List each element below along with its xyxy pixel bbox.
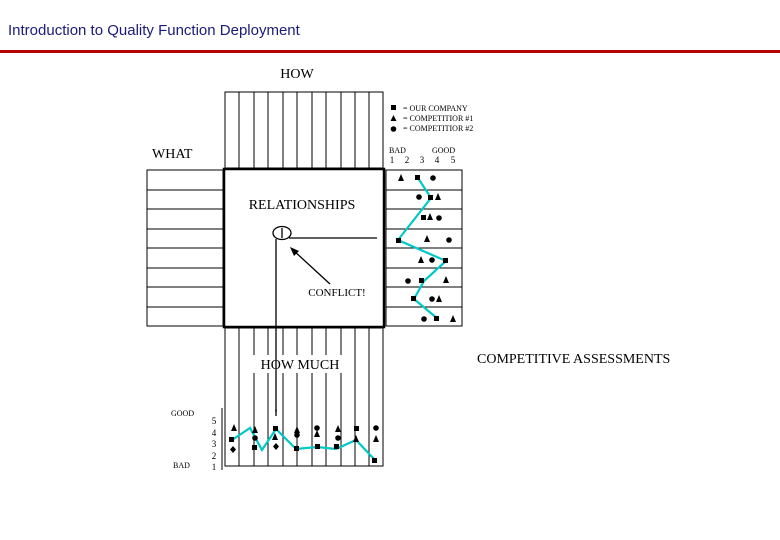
bottom-scale: GOOD BAD 5 4 3 2 1 — [171, 408, 223, 472]
competitive-assessment-rows — [385, 169, 463, 327]
bottom-scale-number: 2 — [212, 451, 217, 461]
triangle-marker-icon — [427, 213, 433, 220]
circle-marker-icon — [405, 278, 411, 284]
how-much-columns — [224, 327, 384, 467]
top-scale: BAD GOOD 1 2 3 4 5 — [389, 146, 456, 165]
relationships-matrix — [222, 167, 386, 329]
circle-marker-icon — [436, 215, 442, 221]
relationships-label: RELATIONSHIPS — [249, 198, 356, 213]
square-marker-icon — [334, 444, 339, 449]
top-scale-bad: BAD — [389, 146, 406, 155]
circle-marker-icon — [373, 425, 379, 431]
circle-marker-icon — [430, 175, 436, 181]
competitive-assessments-label: COMPETITIVE ASSESSMENTS — [477, 352, 670, 367]
circle-marker-icon — [314, 425, 320, 431]
square-marker-icon — [372, 458, 377, 463]
circle-marker-icon — [421, 316, 427, 322]
conflict-indicator — [272, 225, 377, 416]
triangle-marker-icon — [252, 426, 258, 433]
top-scale-number: 4 — [435, 155, 440, 165]
square-marker-icon — [315, 444, 320, 449]
circle-marker-icon — [335, 435, 341, 441]
legend-triangle-icon — [390, 115, 397, 121]
triangle-marker-icon — [398, 174, 404, 181]
legend-item-our-company: = OUR COMPANY — [403, 104, 468, 113]
circle-marker-icon — [416, 194, 422, 200]
square-marker-icon — [229, 437, 234, 442]
triangle-marker-icon — [314, 430, 320, 437]
bottom-scale-number: 4 — [212, 428, 217, 438]
bottom-scale-good: GOOD — [171, 409, 194, 418]
bottom-scale-number: 5 — [212, 416, 217, 426]
square-marker-icon — [428, 195, 433, 200]
circle-marker-icon — [429, 296, 435, 302]
triangle-marker-icon — [435, 193, 441, 200]
triangle-marker-icon — [294, 426, 300, 433]
bottom-scale-number: 3 — [212, 439, 217, 449]
what-label: WHAT — [152, 147, 193, 162]
bottom-scale-number: 1 — [212, 462, 217, 472]
legend-square-icon — [391, 105, 396, 110]
what-rows — [146, 169, 224, 327]
top-scale-number: 5 — [451, 155, 456, 165]
circle-marker-icon — [446, 237, 452, 243]
square-marker-icon — [273, 426, 278, 431]
conflict-arrowhead-icon — [290, 247, 299, 256]
triangle-marker-icon — [231, 424, 237, 431]
how-much-label: HOW MUCH — [261, 358, 340, 373]
top-scale-number: 2 — [405, 155, 410, 165]
triangle-marker-icon — [335, 425, 341, 432]
square-marker-icon — [294, 446, 299, 451]
square-marker-icon — [252, 445, 257, 450]
conflict-arrow — [292, 249, 331, 285]
square-marker-icon — [354, 426, 359, 431]
conflict-label-bg — [300, 284, 374, 300]
page-title: Introduction to Quality Function Deploym… — [8, 22, 300, 39]
circle-marker-icon — [294, 432, 300, 438]
triangle-marker-icon — [418, 256, 424, 263]
legend: = OUR COMPANY = COMPETITIOR #1 = COMPETI… — [390, 104, 473, 133]
circle-marker-icon — [429, 257, 435, 263]
square-marker-icon — [411, 296, 416, 301]
competitive-markers — [396, 174, 456, 322]
triangle-marker-icon — [424, 235, 430, 242]
diamond-marker-icon — [230, 446, 236, 453]
circle-marker-icon — [252, 435, 258, 441]
square-marker-icon — [434, 316, 439, 321]
conflict-label: CONFLICT! — [308, 287, 365, 299]
square-marker-icon — [396, 238, 401, 243]
how-much-label-bg — [249, 355, 349, 373]
how-much-markers — [229, 424, 379, 463]
diamond-marker-icon — [273, 443, 279, 450]
relationships-label-bg — [232, 193, 378, 215]
how-label: HOW — [280, 67, 314, 82]
triangle-marker-icon — [450, 315, 456, 322]
triangle-marker-icon — [272, 433, 278, 440]
top-scale-number: 1 — [390, 155, 395, 165]
triangle-marker-icon — [436, 295, 442, 302]
triangle-marker-icon — [373, 435, 379, 442]
square-marker-icon — [443, 258, 448, 263]
top-scale-good: GOOD — [432, 146, 455, 155]
header-rule — [0, 50, 780, 53]
top-scale-number: 3 — [420, 155, 425, 165]
square-marker-icon — [421, 215, 426, 220]
triangle-marker-icon — [443, 276, 449, 283]
legend-item-competitor-1: = COMPETITIOR #1 — [403, 114, 473, 123]
bottom-scale-bad: BAD — [173, 461, 190, 470]
legend-item-competitor-2: = COMPETITIOR #2 — [403, 124, 473, 133]
how-columns — [224, 91, 384, 169]
square-marker-icon — [419, 278, 424, 283]
legend-circle-icon — [390, 126, 397, 132]
triangle-marker-icon — [353, 435, 359, 442]
square-marker-icon — [415, 175, 420, 180]
